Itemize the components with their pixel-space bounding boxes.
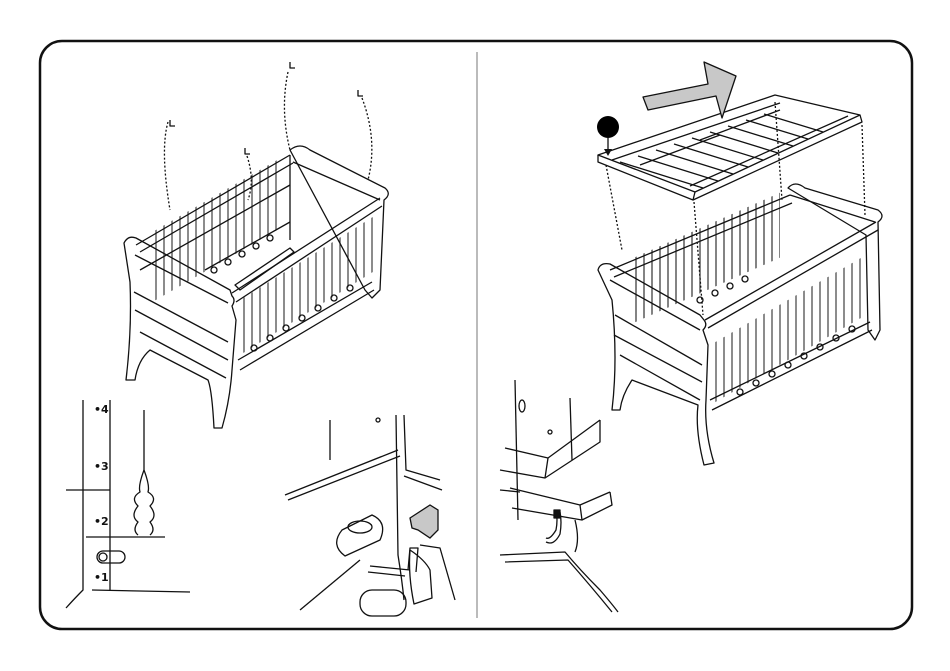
push-arrow-icon <box>410 505 438 538</box>
cot-frame-left <box>124 146 388 428</box>
lower-arrow-icon <box>643 62 736 118</box>
scale-mark-1: •1 <box>94 571 109 584</box>
scale-mark-4: •4 <box>94 403 109 416</box>
left-panel <box>66 62 455 616</box>
base-slats <box>620 114 823 188</box>
step-marker-icon <box>597 116 619 138</box>
scale-mark-2: •2 <box>94 515 109 528</box>
right-slats-side <box>715 256 865 403</box>
right-panel <box>500 95 882 612</box>
hook-engagement-detail <box>500 380 618 612</box>
height-scale-detail <box>66 400 190 608</box>
scale-mark-3: •3 <box>94 460 109 473</box>
cot-frame-right <box>598 184 882 465</box>
mattress-base <box>598 95 862 200</box>
right-slats-front <box>630 193 780 325</box>
bolt-head-callout <box>360 590 406 616</box>
